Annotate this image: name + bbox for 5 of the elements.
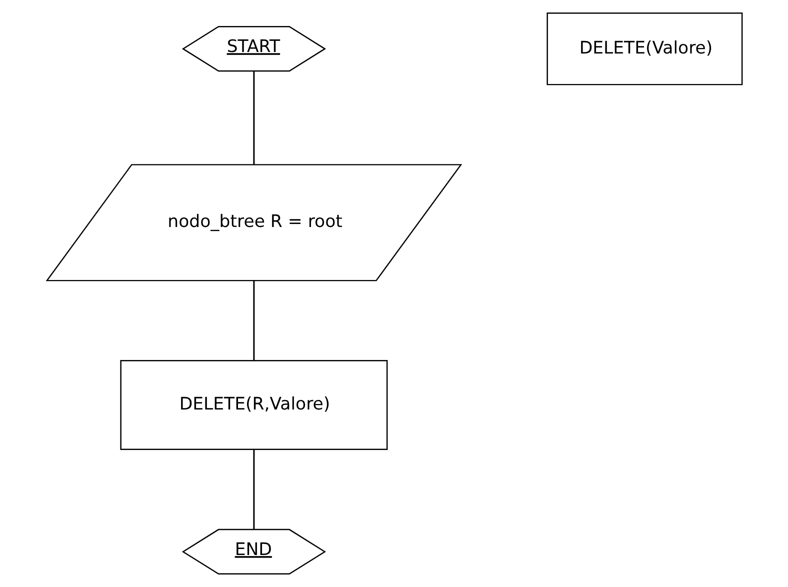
- connector: [252, 280, 254, 360]
- node-box: DELETE(Valore): [546, 12, 742, 86]
- node-box: DELETE(R,Valore): [120, 360, 388, 450]
- connector: [252, 71, 254, 164]
- connector: [252, 450, 254, 530]
